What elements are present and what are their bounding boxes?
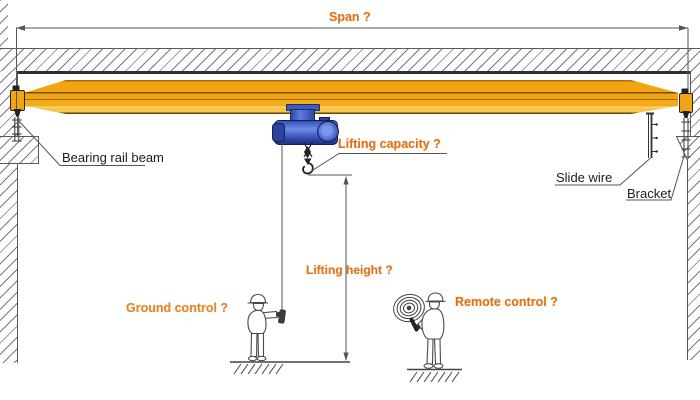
span-label: Span ?: [329, 10, 371, 24]
end-carriage-left: [10, 90, 25, 111]
slide-wire-label: Slide wire: [556, 170, 613, 185]
girder-taper-right: [631, 80, 678, 114]
end-carriage-right: [679, 93, 693, 113]
lifting-height-label: Lifting height ?: [306, 263, 393, 277]
ground-control-label: Ground control ?: [126, 301, 229, 315]
ground-line-right: [407, 368, 462, 383]
ground-line-left: [230, 361, 350, 375]
right-wall-bracket: [676, 136, 700, 360]
bracket-label: Bracket: [627, 186, 672, 201]
left-wall-corbel: [0, 136, 39, 164]
left-wall-upper: [0, 0, 8, 48]
slide-wire-bar: [646, 112, 658, 158]
ceiling-structure: [0, 48, 700, 74]
bearing-rail-beam-label: Bearing rail beam: [62, 150, 164, 165]
hook-assembly: [302, 141, 314, 175]
ground-control-operator: [247, 293, 282, 362]
girder-beam: [66, 80, 631, 114]
pendant-controller: [278, 309, 286, 324]
hoist-motor: [317, 121, 339, 142]
girder-taper-left: [24, 80, 66, 114]
remote-device: [393, 293, 425, 323]
remote-control-label: Remote control ?: [455, 295, 558, 309]
remote-device-handle: [409, 317, 419, 332]
lifting-capacity-label: Lifting capacity ?: [338, 137, 441, 151]
left-wall: [0, 71, 18, 363]
hoist-end-cap: [272, 123, 285, 142]
remote-control-operator: [414, 292, 446, 369]
